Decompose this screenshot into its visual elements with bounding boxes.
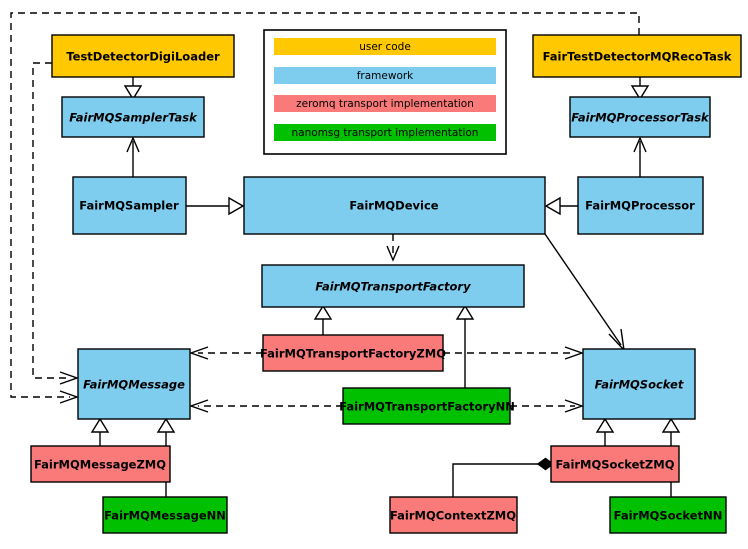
edge-transportfactoryzmq-to-message [188,346,263,360]
class-label-fairmqprocessortask: FairMQProcessorTask [571,111,710,125]
edge-transportfactoryzmq-to-transportfactory [313,304,333,335]
class-box-fairmqtransportfactory[interactable]: FairMQTransportFactory [261,264,525,308]
class-box-fairtestdetectormqrecotask[interactable]: FairTestDetectorMQRecoTask [532,34,742,78]
class-box-fairmqtransportfactoryzmq[interactable]: FairMQTransportFactoryZMQ [260,334,446,372]
class-box-testdetectordigiloader[interactable]: TestDetectorDigiLoader [51,34,235,78]
edge-digiloader-to-message [32,62,80,385]
class-label-fairmqsampler: FairMQSampler [79,199,179,213]
edge-transportfactoryzmq-to-socket [443,346,585,360]
class-label-fairmqmessagezmq: FairMQMessageZMQ [34,458,166,472]
legend-panel: user code framework zeromq transport imp… [263,29,507,155]
class-box-fairmqsocketnn[interactable]: FairMQSocketNN [609,496,727,534]
class-label-fairmqsocket: FairMQSocket [595,378,684,392]
edge-processor-to-device [544,196,578,216]
class-label-testdetectordigiloader: TestDetectorDigiLoader [66,50,220,64]
edge-sampler-to-samplertask [126,136,140,177]
class-box-fairmqsampler[interactable]: FairMQSampler [72,176,187,235]
legend-item-zeromq: zeromq transport implementation [274,95,496,112]
class-label-fairmqmessagenn: FairMQMessageNN [104,509,226,523]
class-box-fairmqmessagezmq[interactable]: FairMQMessageZMQ [30,445,171,483]
edge-transportfactorynn-to-transportfactory [455,304,475,388]
class-label-fairmqcontextzmq: FairMQContextZMQ [390,509,516,523]
class-label-fairmqtransportfactory: FairMQTransportFactory [315,280,471,294]
edge-transportfactorynn-to-socket [510,399,585,413]
class-box-fairmqdevice[interactable]: FairMQDevice [243,176,546,235]
edge-device-to-transportfactory [386,234,400,262]
edge-transportfactorynn-to-message [188,399,343,413]
edge-device-to-socket [544,233,626,353]
legend-item-framework: framework [274,67,496,84]
class-box-fairmqmessage[interactable]: FairMQMessage [77,348,191,420]
edge-recotask-to-message [10,12,640,404]
edge-digiloader-to-samplertask [123,77,143,101]
legend-label-zeromq: zeromq transport implementation [296,98,474,110]
class-label-fairmqdevice: FairMQDevice [349,199,438,213]
edge-messagezmq-to-message [90,417,110,446]
legend-item-nanomsg: nanomsg transport implementation [274,124,496,141]
class-box-fairmqmessagenn[interactable]: FairMQMessageNN [102,496,228,534]
legend-swatch-nanomsg [274,124,496,141]
class-label-fairmqsocketnn: FairMQSocketNN [614,509,723,523]
legend-swatch-zeromq [274,95,496,112]
edge-contextzmq-to-socketzmq [452,457,555,497]
class-label-fairtestdetectormqrecotask: FairTestDetectorMQRecoTask [543,50,732,64]
class-box-fairmqsocket[interactable]: FairMQSocket [582,348,696,420]
class-box-fairmqcontextzmq[interactable]: FairMQContextZMQ [389,496,518,534]
class-label-fairmqmessage: FairMQMessage [83,378,185,392]
class-label-fairmqtransportfactorynn: FairMQTransportFactoryNN [339,400,515,414]
class-box-fairmqprocessortask[interactable]: FairMQProcessorTask [569,96,711,138]
legend-label-framework: framework [357,70,414,82]
class-box-fairmqprocessor[interactable]: FairMQProcessor [577,176,704,235]
legend-label-nanomsg: nanomsg transport implementation [292,127,479,139]
class-label-fairmqsocketzmq: FairMQSocketZMQ [556,458,675,472]
class-box-fairmqtransportfactorynn[interactable]: FairMQTransportFactoryNN [339,387,515,425]
legend-swatch-framework [274,67,496,84]
legend-swatch-user-code [274,38,496,55]
legend-label-user-code: user code [359,41,411,53]
legend-item-user-code: user code [274,38,496,55]
class-box-fairmqsocketzmq[interactable]: FairMQSocketZMQ [550,445,680,483]
class-box-fairmqsamplertask[interactable]: FairMQSamplerTask [61,96,205,138]
class-label-fairmqtransportfactoryzmq: FairMQTransportFactoryZMQ [260,347,446,361]
class-label-fairmqprocessor: FairMQProcessor [585,199,695,213]
edge-socketzmq-to-socket [595,417,615,446]
edge-sampler-to-device [186,196,245,216]
edge-recotask-to-processortask [630,77,650,101]
class-label-fairmqsamplertask: FairMQSamplerTask [69,111,198,125]
edge-processor-to-processortask [633,136,647,177]
